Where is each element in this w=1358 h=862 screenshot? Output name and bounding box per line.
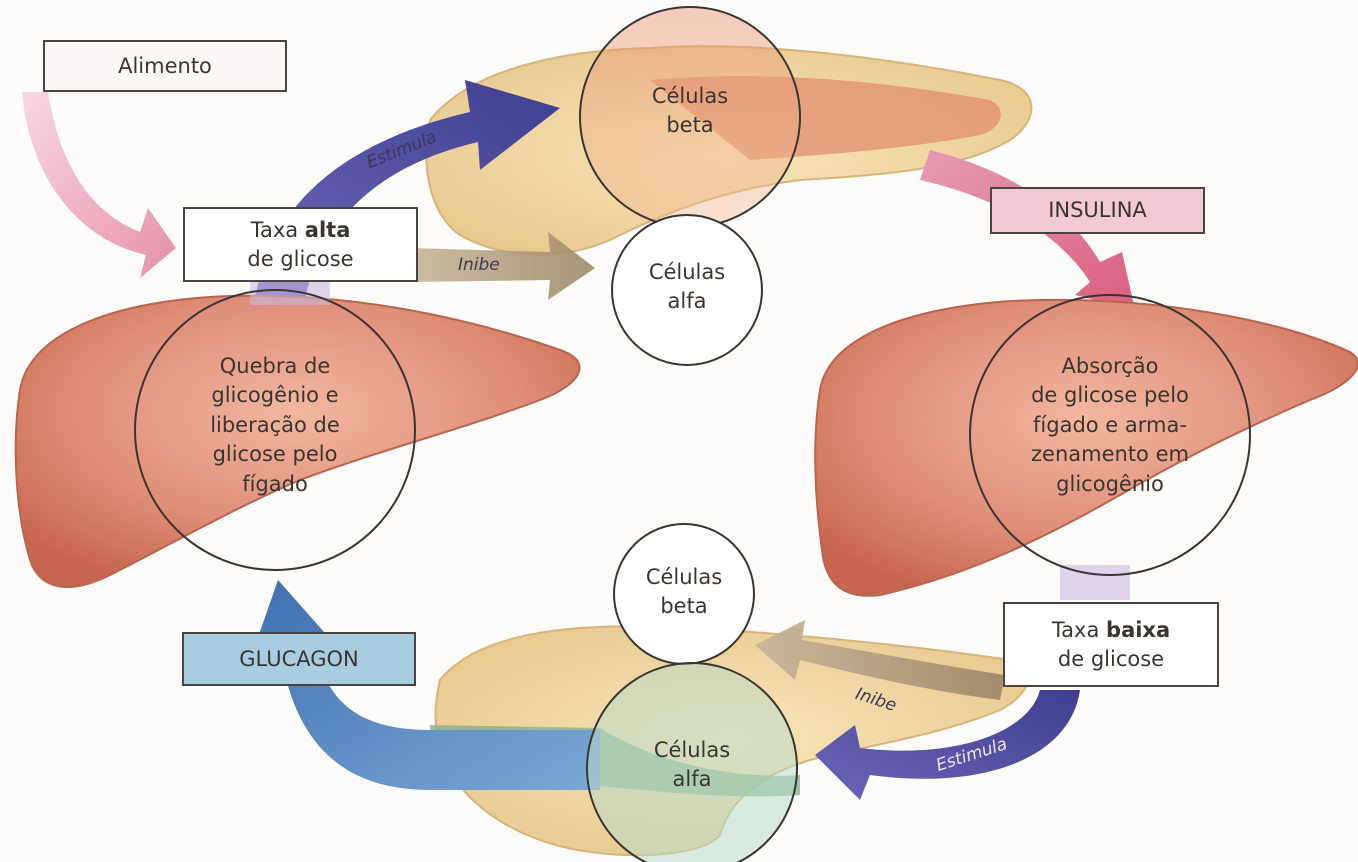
beta-bottom-label: Células beta [614,563,754,622]
insulina-box: INSULINA [990,187,1205,234]
taxa-baixa-box: Taxa baixa de glicose [1003,602,1219,687]
liver-right-label: Absorção de glicose pelo fígado e arma- … [1010,352,1210,499]
taxa-alta-prefix: Taxa [251,218,305,242]
glucagon-label: GLUCAGON [239,645,358,673]
glucagon-box: GLUCAGON [182,632,416,686]
alfa-bottom-label: Células alfa [612,736,772,795]
alfa-top-line1: Células [649,260,725,284]
taxa-baixa-prefix: Taxa [1052,618,1106,642]
liver-right-line2: de glicose pelo [1031,383,1189,407]
connector-left [250,282,330,305]
liver-right-line4: zenamento em [1031,442,1189,466]
alimento-box: Alimento [43,40,287,92]
inibe-top-label: Inibe [458,255,500,275]
liver-right-line1: Absorção [1062,354,1159,378]
taxa-alta-box: Taxa alta de glicose [183,207,418,282]
beta-top-line2: beta [666,113,713,137]
beta-top-line1: Células [652,84,728,108]
taxa-baixa-suffix: de glicose [1058,647,1164,671]
taxa-baixa-bold: baixa [1106,618,1170,642]
alfa-bottom-line1: Células [654,738,730,762]
beta-top-label: Células beta [610,82,770,141]
alfa-bottom-line2: alfa [673,767,712,791]
alfa-top-label: Células alfa [617,258,757,317]
food-arrow [22,92,176,278]
liver-left-label: Quebra de glicogênio e liberação de glic… [175,352,375,499]
alfa-top-line2: alfa [668,289,707,313]
insulina-label: INSULINA [1048,196,1147,224]
alimento-label: Alimento [118,52,212,80]
liver-right-line3: fígado e arma- [1033,413,1187,437]
liver-left-line5: fígado [242,472,308,496]
liver-left-line2: glicogênio e [211,383,338,407]
liver-left-line3: liberação de [210,413,340,437]
taxa-alta-bold: alta [305,218,351,242]
liver-right-line5: glicogênio [1056,472,1164,496]
beta-bottom-line1: Células [646,565,722,589]
taxa-alta-suffix: de glicose [247,247,353,271]
liver-left-line1: Quebra de [220,354,331,378]
beta-bottom-line2: beta [660,594,707,618]
liver-left-line4: glicose pelo [213,442,338,466]
